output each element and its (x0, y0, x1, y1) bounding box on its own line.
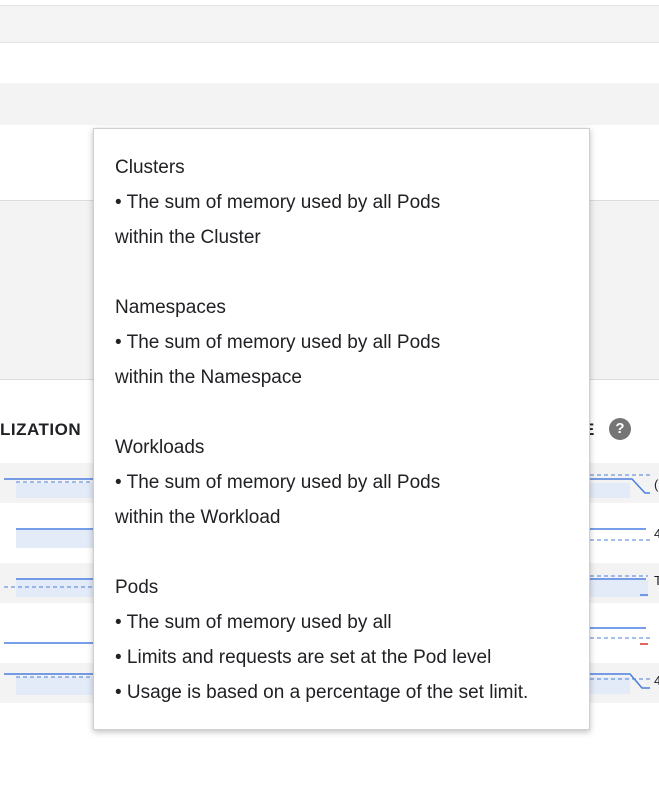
memory-utilization-header[interactable]: LIZATION (0, 420, 82, 439)
memory-utilization-tooltip: Clusters • The sum of memory used by all… (93, 128, 590, 730)
sparkline-area (16, 579, 94, 597)
toolbar-band (0, 5, 659, 43)
tooltip-pods-line: • The sum of memory used by all (115, 612, 392, 633)
tooltip-namespaces-line: • The sum of memory used by all Pods (115, 332, 441, 353)
tooltip-namespaces-title: Namespaces (115, 297, 226, 318)
tooltip-pods-line: • Limits and requests are set at the Pod… (115, 647, 492, 668)
memory-sparkline (4, 673, 650, 695)
tooltip-workloads-line: • The sum of memory used by all Pods (115, 472, 441, 493)
tooltip-clusters-line: • The sum of memory used by all Pods (115, 192, 441, 213)
tooltip-pods-line: • Usage is based on a percentage of the … (115, 682, 529, 703)
tooltip-workloads-line: within the Workload (115, 507, 281, 528)
sparkline-area (590, 677, 630, 694)
row-value: 4 (654, 673, 659, 688)
tooltip-clusters-line: within the Cluster (115, 227, 261, 248)
row-value: T (654, 573, 659, 588)
table-row[interactable]: 4 (0, 513, 659, 553)
row-value: 4 (654, 526, 659, 541)
tooltip-namespaces-line: within the Namespace (115, 367, 302, 388)
memory-sparkline (4, 575, 648, 597)
sparkline-line (590, 478, 650, 494)
tooltip-workloads-title: Workloads (115, 437, 205, 458)
memory-sparkline (16, 528, 650, 548)
row-value: ( (654, 477, 659, 492)
memory-sparkline (4, 474, 650, 498)
sparkline-area (16, 530, 94, 548)
sparkline-area (16, 483, 94, 498)
sparkline-area (590, 580, 648, 597)
sparkline-line (590, 673, 650, 689)
help-icon[interactable]: ? (609, 418, 631, 440)
tooltip-clusters-title: Clusters (115, 157, 185, 178)
tooltip-pods-title: Pods (115, 577, 159, 598)
table-row[interactable] (0, 613, 659, 653)
sparkline-area (590, 483, 630, 498)
sparkline-area (16, 677, 94, 695)
memory-sparkline (4, 627, 650, 645)
filter-band (0, 83, 659, 125)
